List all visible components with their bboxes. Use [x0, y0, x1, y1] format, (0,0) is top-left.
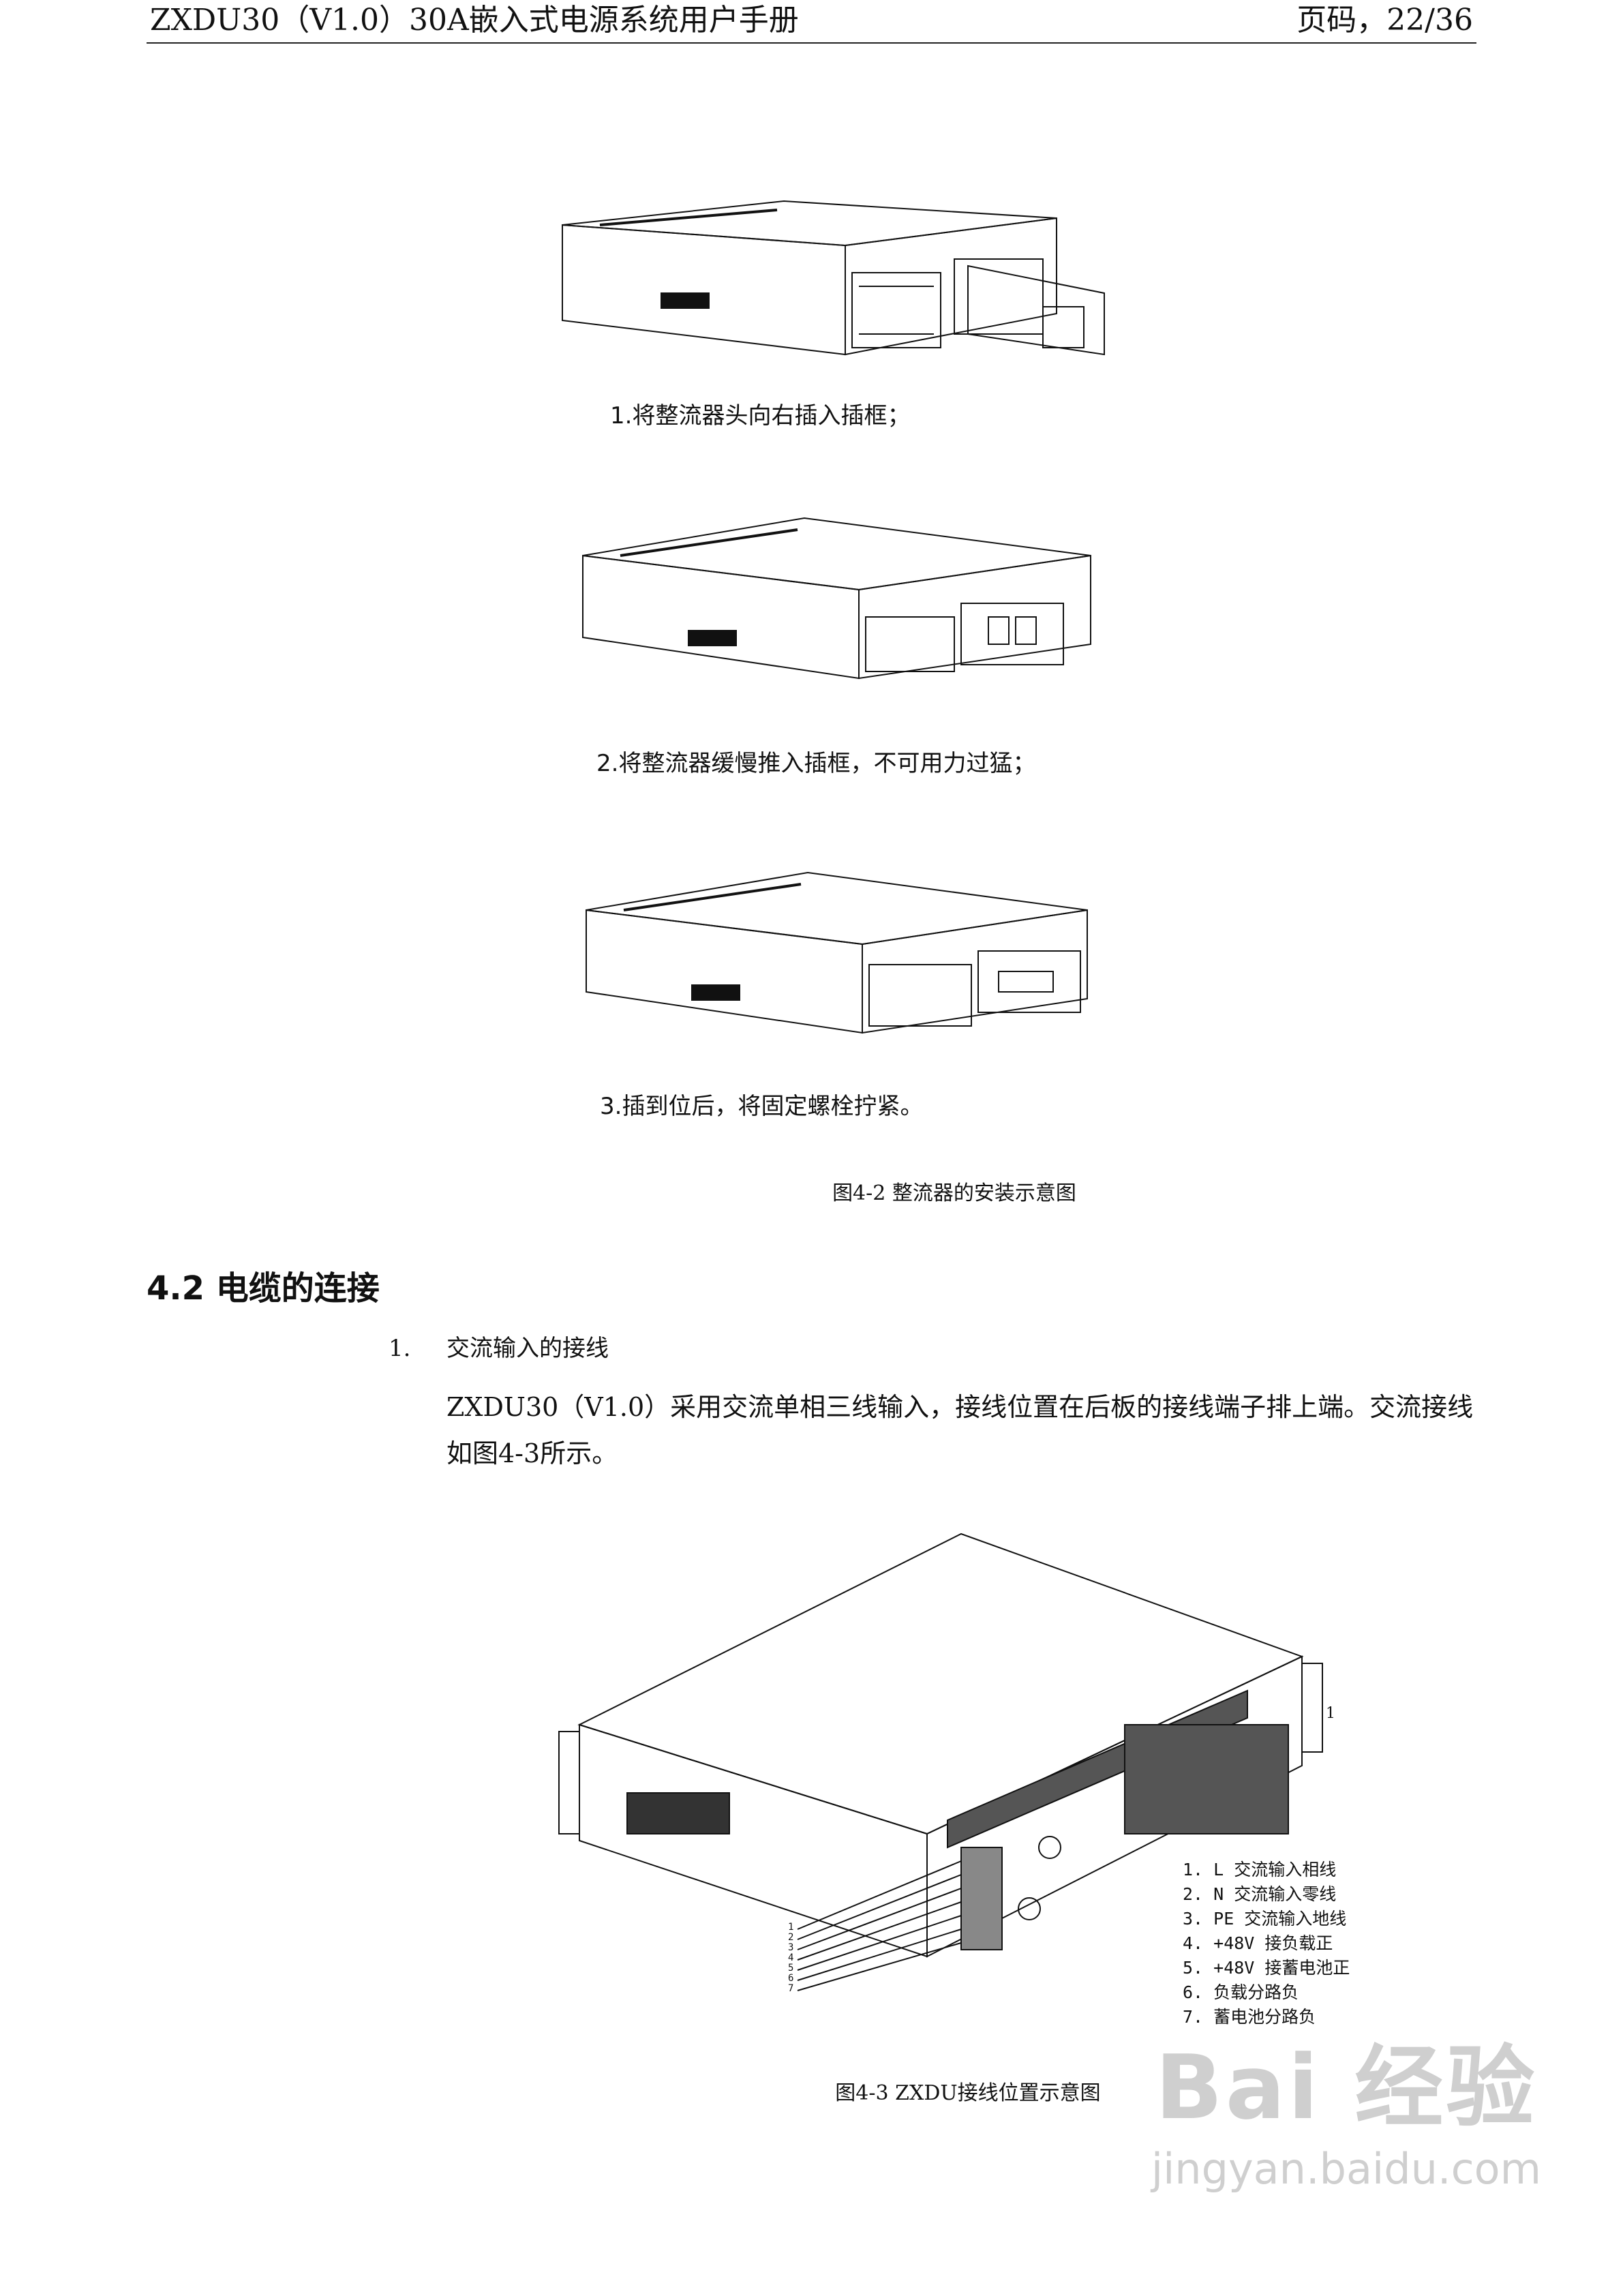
callout-label: 1 [1326, 1705, 1335, 1722]
page-number: 页码，22/36 [1296, 3, 1473, 37]
rectifier-insert-illustration [559, 198, 1125, 368]
watermark-logo: Bai 经验 [1155, 2036, 1538, 2139]
callout-numbers: 1 2 3 4 5 6 7 [788, 1922, 794, 1994]
rectifier-push-illustration [579, 515, 1097, 685]
wiring-legend: 1. L 交流输入相线 2. N 交流输入零线 3. PE 交流输入地线 4. … [1183, 1858, 1350, 2029]
figure-4-2-caption: 图4-2 整流器的安装示意图 [832, 1181, 1076, 1205]
section-heading: 4.2 电缆的连接 [147, 1269, 380, 1308]
figure-4-3-caption: 图4-3 ZXDU接线位置示意图 [835, 2081, 1101, 2105]
step-3-caption: 3.插到位后，将固定螺栓拧紧。 [600, 1093, 924, 1120]
legend-item: 6. 负载分路负 [1183, 1982, 1299, 2002]
step-2-caption: 2.将整流器缓慢推入插框，不可用力过猛； [596, 750, 1036, 777]
legend-item: 7. 蓄电池分路负 [1183, 2007, 1316, 2027]
header-title: ZXDU30（V1.0）30A嵌入式电源系统用户手册 [150, 3, 799, 37]
baidu-watermark: Bai 经验 jingyan.baidu.com [1151, 2016, 1541, 2194]
legend-item: 2. N 交流输入零线 [1183, 1884, 1337, 1904]
watermark-url: jingyan.baidu.com [1151, 2144, 1541, 2194]
header-rule [147, 42, 1476, 44]
wiring-position-illustration: 1 1 2 3 4 5 6 7 [525, 1520, 1356, 2011]
legend-item: 5. +48V 接蓄电池正 [1183, 1958, 1350, 1978]
rectifier-fasten-illustration [583, 869, 1101, 1040]
step-1-caption: 1.将整流器头向右插入插框； [610, 402, 911, 429]
section-paragraph: ZXDU30（V1.0）采用交流单相三线输入，接线位置在后板的接线端子排上端。交… [446, 1392, 1474, 1468]
legend-item: 4. +48V 接负载正 [1183, 1933, 1333, 1953]
list-item-number: 1. [389, 1335, 411, 1362]
list-item: 1. 交流输入的接线 [389, 1329, 609, 1363]
legend-item: 3. PE 交流输入地线 [1183, 1909, 1347, 1929]
legend-item: 1. L 交流输入相线 [1183, 1860, 1337, 1879]
list-item-label: 交流输入的接线 [446, 1335, 609, 1362]
